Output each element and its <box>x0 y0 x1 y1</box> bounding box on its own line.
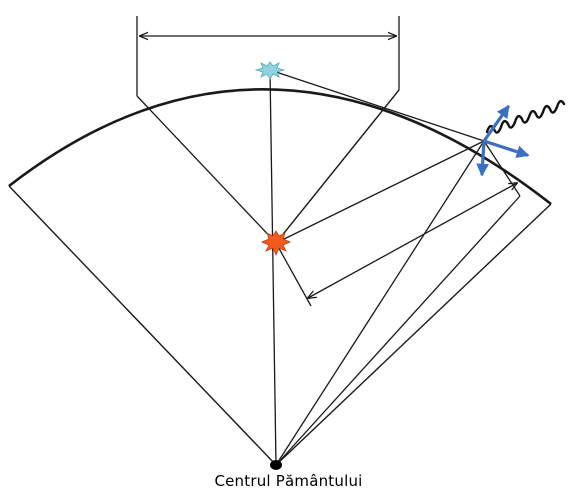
radius-to-epicenter <box>269 69 277 466</box>
path-difference-arrow <box>308 183 517 298</box>
earth-center-caption-text: Centrul Pământului <box>214 472 363 490</box>
radius-left-bracket <box>136 95 277 244</box>
focus-star-icon <box>260 230 292 257</box>
ray-focus-down <box>275 242 312 307</box>
epicenter-star-icon <box>254 61 286 80</box>
surface-distance-bracket <box>136 16 400 96</box>
motion-arrow-right <box>482 139 530 158</box>
ray-center-to-right <box>275 195 521 466</box>
motion-arrow-down <box>476 139 490 177</box>
earth-center-caption: Centrul Pământului <box>0 472 571 490</box>
sector-left-edge <box>8 185 277 466</box>
sector-right-edge <box>275 203 552 466</box>
ground-motion-arrows-icon <box>476 104 530 177</box>
earth-surface-arc <box>8 88 552 206</box>
earth-center-dot-icon <box>270 460 282 470</box>
ray-lines <box>136 69 521 466</box>
ray-epicenter-to-station <box>269 69 485 142</box>
ray-center-to-station <box>275 140 485 466</box>
ray-station-down <box>483 140 521 197</box>
seismic-wave-icon <box>485 99 566 134</box>
ray-focus-to-bracket <box>275 89 400 244</box>
ray-focus-to-station <box>275 140 485 244</box>
earth-sector <box>8 88 552 466</box>
motion-arrow-up <box>482 104 510 143</box>
